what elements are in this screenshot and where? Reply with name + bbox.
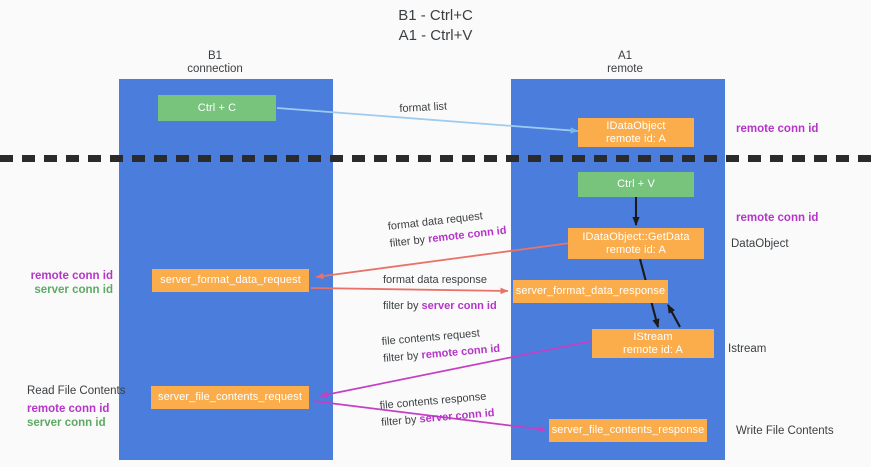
edge-label-format-list-text: format list xyxy=(399,100,448,115)
node-ctrl-v-label: Ctrl + V xyxy=(617,178,655,190)
filter-prefix: filter by xyxy=(383,300,422,312)
node-ctrl-v[interactable]: Ctrl + V xyxy=(578,172,694,197)
node-ctrl-c[interactable]: Ctrl + C xyxy=(158,95,276,121)
node-server-format-data-request[interactable]: server_format_data_request xyxy=(152,269,309,292)
node-idataobject-title: IDataObject xyxy=(606,119,666,132)
edge-label-format-data-response-line1: format data response xyxy=(383,274,487,286)
annotation-remote-conn-id-top: remote conn id xyxy=(736,123,819,135)
node-idataobject-getdata[interactable]: IDataObject::GetData remote id: A xyxy=(568,228,704,259)
column-header-b1-name: B1 xyxy=(207,50,223,62)
column-header-a1-name: A1 xyxy=(617,50,633,62)
filter-key-server-conn-id: server conn id xyxy=(419,407,495,426)
column-header-b1-sub: connection xyxy=(187,63,243,75)
edge-label-format-data-response: format data response filter by server co… xyxy=(383,272,497,315)
filter-prefix: filter by xyxy=(380,413,421,429)
node-idataobject-sub: remote id: A xyxy=(606,132,666,145)
node-idataobject[interactable]: IDataObject remote id: A xyxy=(578,118,694,147)
node-istream-sub: remote id: A xyxy=(623,343,683,356)
page-title: B1 - Ctrl+C A1 - Ctrl+V xyxy=(0,6,871,46)
annotation-istream: Istream xyxy=(728,343,767,355)
node-istream-title: IStream xyxy=(633,330,673,343)
edge-label-format-data-request: format data request filter by remote con… xyxy=(387,206,507,253)
column-header-b1: B1 connection xyxy=(155,50,275,76)
node-server-file-contents-response[interactable]: server_file_contents_response xyxy=(549,419,707,442)
filter-key-remote-conn-id: remote conn id xyxy=(421,342,501,362)
node-server-format-data-request-label: server_format_data_request xyxy=(160,274,301,286)
node-ctrl-c-label: Ctrl + C xyxy=(197,101,237,114)
annotation-dataobject: DataObject xyxy=(731,238,789,250)
annotation-read-file-contents: Read File Contents xyxy=(27,385,126,397)
filter-prefix: filter by xyxy=(382,349,423,365)
annotation-conn-id-stack-2: remote conn id server conn id xyxy=(27,402,109,430)
annotation-server-conn-id-2: server conn id xyxy=(27,417,106,429)
edge-label-file-contents-request: file contents request filter by remote c… xyxy=(381,324,501,368)
edge-label-format-list: format list xyxy=(399,99,448,118)
node-server-file-contents-request[interactable]: server_file_contents_request xyxy=(151,386,309,409)
phase-separator xyxy=(0,155,871,162)
title-line-1: B1 - Ctrl+C xyxy=(398,7,473,24)
annotation-remote-conn-id-2: remote conn id xyxy=(27,403,110,415)
edge-label-format-data-response-line2: filter by server conn id xyxy=(383,298,497,315)
annotation-remote-conn-id-1: remote conn id xyxy=(30,270,113,282)
node-server-file-contents-response-label: server_file_contents_response xyxy=(551,424,705,436)
node-getdata-sub: remote id: A xyxy=(606,243,666,256)
node-server-format-data-response-label: server_format_data_response xyxy=(515,285,666,297)
filter-key-server-conn-id: server conn id xyxy=(421,300,497,312)
column-header-a1: A1 remote xyxy=(565,50,685,76)
annotation-conn-id-stack-1: remote conn id server conn id xyxy=(0,269,113,297)
node-getdata-title: IDataObject::GetData xyxy=(582,230,690,243)
node-server-format-data-response[interactable]: server_format_data_response xyxy=(513,280,668,303)
annotation-write-file-contents: Write File Contents xyxy=(736,425,834,437)
title-line-2: A1 - Ctrl+V xyxy=(398,27,473,44)
annotation-remote-conn-id-mid: remote conn id xyxy=(736,212,819,224)
column-header-a1-sub: remote xyxy=(607,63,643,75)
node-istream[interactable]: IStream remote id: A xyxy=(592,329,714,358)
node-server-file-contents-request-label: server_file_contents_request xyxy=(157,391,303,403)
edge-label-file-contents-response: file contents response filter by server … xyxy=(379,388,495,432)
annotation-server-conn-id-1: server conn id xyxy=(34,284,113,296)
filter-prefix: filter by xyxy=(389,233,429,250)
